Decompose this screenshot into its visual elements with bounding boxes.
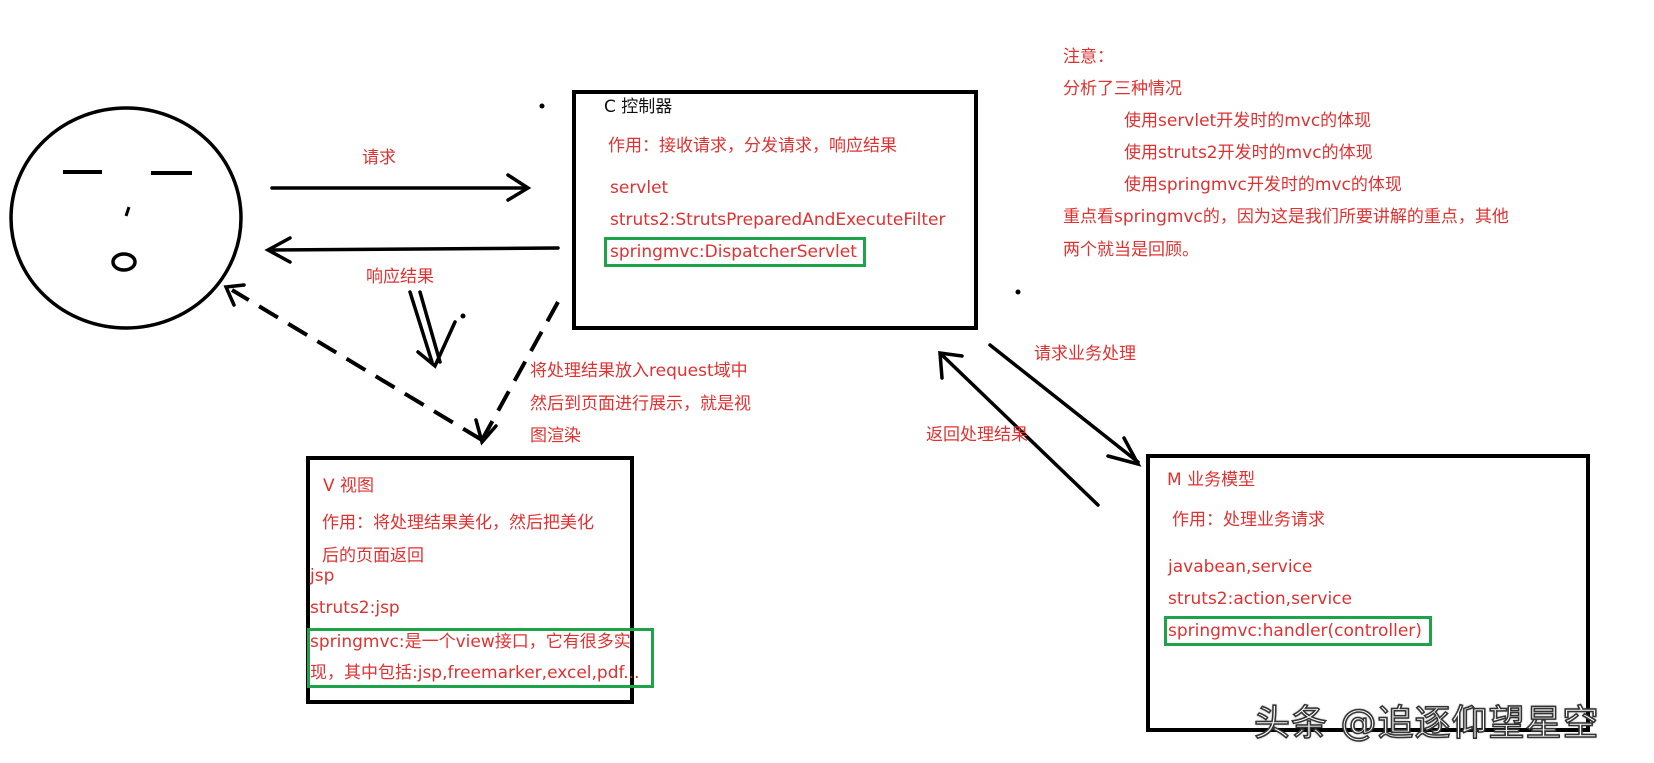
watermark: 头条 @追逐仰望星空: [1253, 702, 1600, 745]
user-face-icon: [9, 106, 243, 330]
request-arrow: [270, 173, 532, 202]
controller-item-servlet: servlet: [610, 178, 669, 198]
view-highlight: [307, 628, 654, 688]
response-down-arrow: [408, 290, 457, 369]
note-title: 注意：: [1063, 47, 1114, 67]
model-highlight: [1164, 616, 1432, 646]
controller-title: C 控制器: [604, 97, 673, 117]
controller-box: [572, 90, 978, 330]
business-return-arrow: [938, 350, 1100, 507]
stray-dots: [460, 103, 1021, 319]
business-request-label: 请求业务处理: [1034, 344, 1136, 364]
view-role-line1: 作用：将处理结果美化，然后把美化: [322, 513, 594, 533]
model-box: [1146, 454, 1590, 732]
note-case-servlet: 使用servlet开发时的mvc的体现: [1124, 111, 1372, 131]
business-return-label: 返回处理结果: [926, 425, 1028, 445]
view-box: [306, 456, 634, 704]
dashed-arrow-heads: [223, 283, 498, 446]
model-item-springmvc: springmvc:handler(controller): [1168, 621, 1422, 641]
response-label: 响应结果: [366, 267, 434, 287]
model-title: M 业务模型: [1167, 470, 1256, 490]
view-title: V 视图: [323, 476, 375, 496]
render-note-line1: 将处理结果放入request域中: [530, 361, 748, 381]
note-focus-line2: 两个就当是回顾。: [1063, 240, 1199, 260]
model-item-javabean: javabean,service: [1168, 557, 1313, 577]
dashed-render-arrow: [230, 288, 560, 442]
note-case-struts2: 使用struts2开发时的mvc的体现: [1124, 143, 1373, 163]
controller-item-springmvc: springmvc:DispatcherServlet: [610, 242, 857, 262]
controller-item-struts2: struts2:StrutsPreparedAndExecuteFilter: [610, 210, 946, 230]
request-label: 请求: [362, 148, 396, 168]
view-item-springmvc-line1: springmvc:是一个view接口，它有很多实: [310, 632, 631, 652]
note-focus-line1: 重点看springmvc的，因为这是我们所要讲解的重点，其他: [1063, 207, 1509, 227]
note-line1: 分析了三种情况: [1063, 79, 1182, 99]
business-request-arrow: [988, 343, 1142, 467]
view-item-springmvc-line2: 现，其中包括:jsp,freemarker,excel,pdf...: [310, 663, 640, 683]
view-item-jsp: jsp: [310, 566, 335, 586]
controller-role: 作用：接收请求，分发请求，响应结果: [608, 136, 897, 156]
response-arrow: [264, 236, 560, 264]
render-note-line2: 然后到页面进行展示，就是视: [530, 394, 751, 414]
render-note-line3: 图渲染: [530, 426, 581, 446]
controller-highlight: [604, 237, 866, 267]
view-role-line2: 后的页面返回: [322, 546, 424, 566]
note-case-springmvc: 使用springmvc开发时的mvc的体现: [1124, 175, 1402, 195]
model-item-struts2: struts2:action,service: [1168, 589, 1352, 609]
view-item-struts2: struts2:jsp: [310, 598, 400, 618]
model-role: 作用：处理业务请求: [1172, 510, 1325, 530]
